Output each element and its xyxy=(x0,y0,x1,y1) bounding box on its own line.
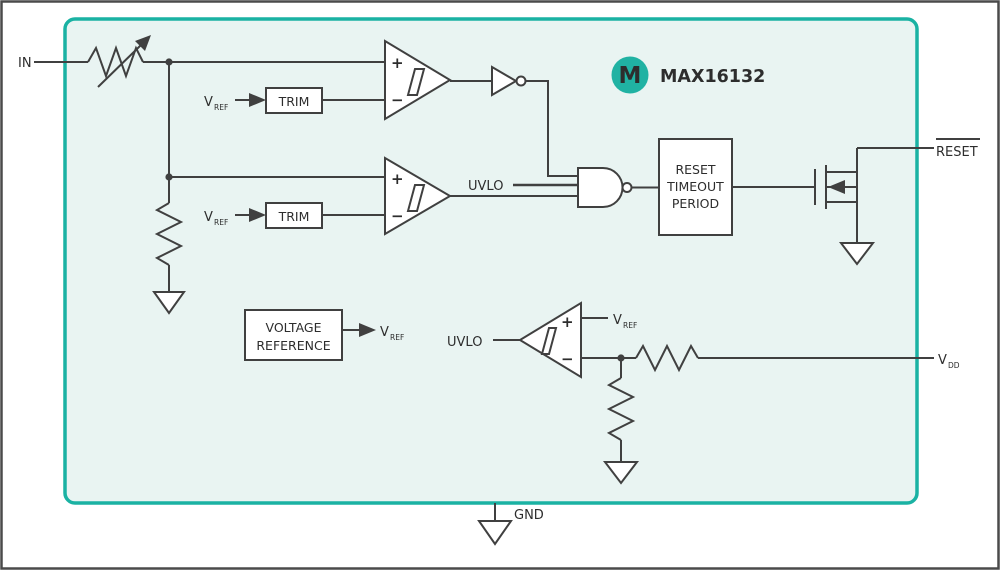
brand: M MAX16132 xyxy=(611,56,765,94)
hysteresis-icon xyxy=(406,68,426,96)
trim-path-1: V REF TRIM xyxy=(204,87,385,114)
arrowhead-icon xyxy=(249,93,266,107)
inverter-to-nand-wire xyxy=(525,80,578,177)
comparator-undervoltage: + − xyxy=(384,156,578,236)
nand-gate-body xyxy=(577,167,624,208)
pin-label-in: IN xyxy=(18,56,32,71)
pin-label-reset: RESET xyxy=(936,145,978,160)
inverter xyxy=(491,65,578,177)
comparator-triangle xyxy=(384,39,452,121)
reset-timeout-line2: TIMEOUT xyxy=(666,179,724,194)
variable-resistor xyxy=(87,45,144,79)
minus-input-label: − xyxy=(391,91,404,109)
voltage-reference-box xyxy=(244,309,343,361)
voltage-reference-line2: REFERENCE xyxy=(256,338,330,353)
reset-timeout-block: RESET TIMEOUT PERIOD xyxy=(658,138,815,236)
mosfet xyxy=(814,148,876,266)
vref-label: V xyxy=(204,95,213,110)
pin-label-gnd: GND xyxy=(514,508,544,523)
vdd-subscript: DD xyxy=(948,361,960,370)
plus-input-label: + xyxy=(561,313,574,331)
inverter-bubble-icon xyxy=(515,75,527,87)
hysteresis-icon xyxy=(540,327,558,355)
divider-resistor xyxy=(154,202,184,266)
variable-resistor-arrow-shaft xyxy=(97,44,142,88)
gnd-pin: GND xyxy=(477,503,544,546)
vdd-network: V DD xyxy=(602,343,960,485)
trim-block-label: TRIM xyxy=(278,209,310,224)
vref-label: V xyxy=(380,325,389,340)
plus-input-label: + xyxy=(391,170,404,188)
reset-timeout-line3: PERIOD xyxy=(672,196,719,211)
nand-bubble-icon xyxy=(621,182,633,193)
variable-resistor-arrowhead-icon xyxy=(135,35,151,51)
vref-subscript: REF xyxy=(214,218,228,227)
uvlo-comparator: UVLO + − V REF xyxy=(447,301,637,379)
trim-block-2 xyxy=(265,202,323,229)
arrowhead-icon xyxy=(359,323,376,337)
comparator-triangle xyxy=(384,156,452,236)
voltage-reference-line1: VOLTAGE xyxy=(266,320,322,335)
uvlo-signal-label: UVLO xyxy=(468,179,503,194)
uvlo-gate-input: UVLO xyxy=(468,179,578,194)
vdd-shunt-resistor xyxy=(606,377,636,441)
comparator-overvoltage: + − xyxy=(384,39,492,121)
vref-label: V xyxy=(613,313,622,328)
inverter-triangle xyxy=(491,65,518,97)
maxim-logo-letter: M xyxy=(619,63,642,89)
vref-subscript: REF xyxy=(214,103,228,112)
ground-icon xyxy=(838,242,876,266)
vref-subscript: REF xyxy=(390,333,404,342)
plus-input-label: + xyxy=(391,54,404,72)
minus-input-label: − xyxy=(391,207,404,225)
trim-block-label: TRIM xyxy=(278,94,310,109)
reset-timeout-line1: RESET xyxy=(675,162,715,177)
ground-icon xyxy=(602,461,640,485)
vref-subscript: REF xyxy=(623,321,637,330)
arrowhead-icon xyxy=(249,208,266,222)
ground-icon xyxy=(152,291,186,315)
vdd-series-resistor xyxy=(635,343,699,373)
reset-pin: RESET xyxy=(857,138,980,160)
hysteresis-icon xyxy=(406,184,426,212)
maxim-logo-icon xyxy=(611,56,649,94)
vref-label: V xyxy=(204,210,213,225)
ground-icon xyxy=(477,520,513,546)
comparator-triangle xyxy=(518,301,582,379)
part-number: MAX16132 xyxy=(660,67,765,87)
minus-input-label: − xyxy=(561,350,574,368)
trim-path-2: V REF TRIM xyxy=(204,202,385,229)
uvlo-signal-label: UVLO xyxy=(447,335,482,350)
voltage-reference-block: VOLTAGE REFERENCE V REF xyxy=(244,309,404,361)
nand-gate xyxy=(577,167,659,208)
mosfet-arrow-icon xyxy=(828,180,845,194)
pin-label-vdd: V xyxy=(938,353,947,368)
input-network: IN xyxy=(18,35,385,315)
